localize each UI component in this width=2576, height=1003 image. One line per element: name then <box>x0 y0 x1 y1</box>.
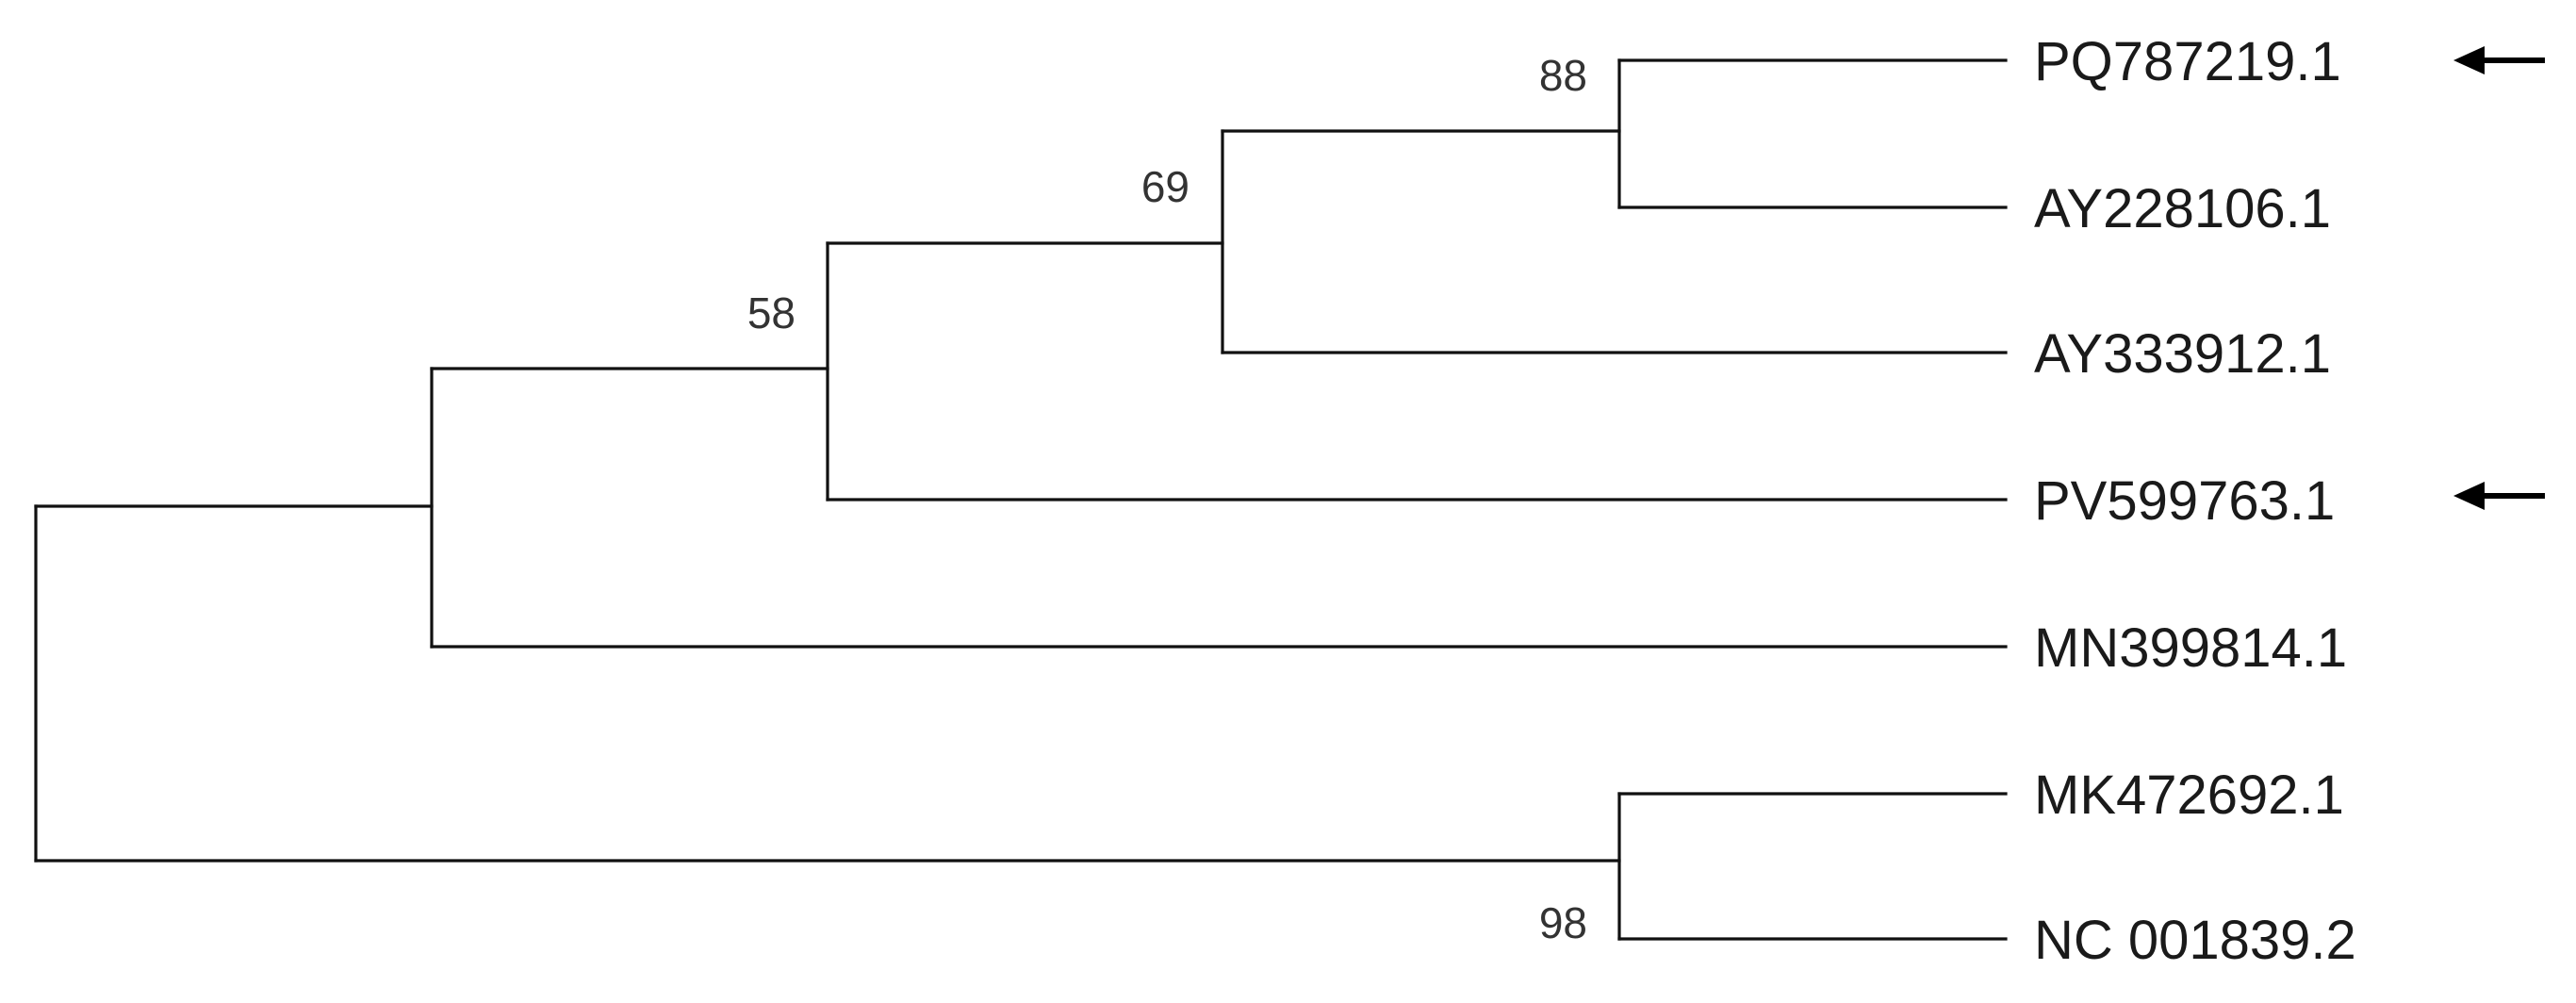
leaf-labels: PQ787219.1 AY228106.1 AY333912.1 PV59976… <box>2034 31 2356 971</box>
arrow-left-icon <box>2453 46 2545 74</box>
leaf-label: NC 001839.2 <box>2034 910 2356 971</box>
arrow-left-icon <box>2453 482 2545 510</box>
leaf-label: PV599763.1 <box>2034 470 2335 532</box>
bootstrap-value: 58 <box>747 288 796 337</box>
leaf-label: MK472692.1 <box>2034 765 2344 826</box>
bootstrap-value: 98 <box>1539 898 1587 947</box>
bootstrap-value: 88 <box>1539 51 1587 100</box>
tree-branches <box>34 58 2008 941</box>
leaf-label: AY228106.1 <box>2034 178 2331 239</box>
bootstrap-value: 69 <box>1141 162 1190 211</box>
bootstrap-values: 88 69 58 98 <box>747 51 1587 947</box>
leaf-label: MN399814.1 <box>2034 617 2347 679</box>
leaf-label: PQ787219.1 <box>2034 31 2341 92</box>
leaf-label: AY333912.1 <box>2034 323 2331 385</box>
